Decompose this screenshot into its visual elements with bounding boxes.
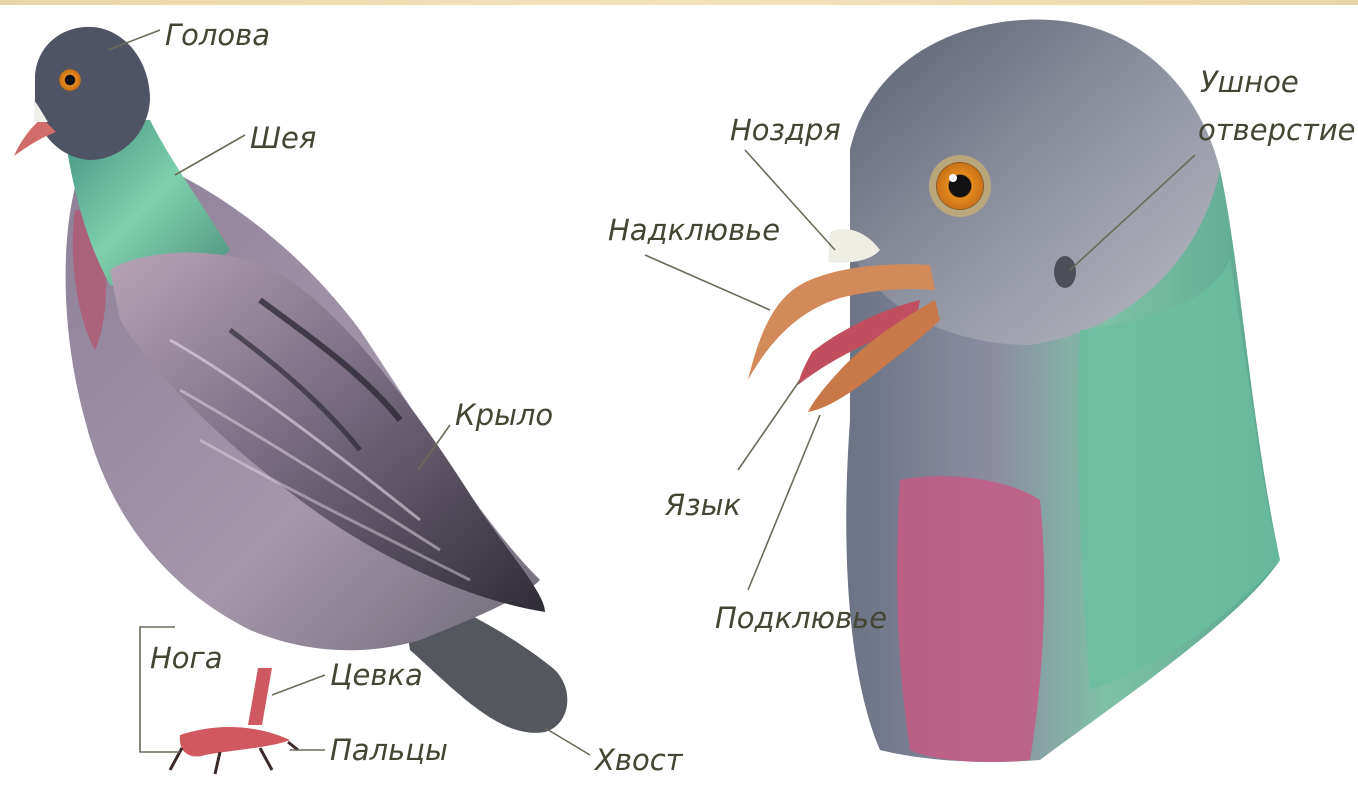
leader-upper-beak [645,255,770,310]
leader-tongue [738,380,800,470]
leader-lower-beak [748,415,820,590]
pigeon-head [35,27,150,160]
label-lower-beak: Подклювье [715,601,887,635]
label-toes: Пальцы [330,733,448,767]
leader-tail [545,728,590,755]
pigeon-toes [180,727,290,756]
label-tail: Хвост [593,743,684,777]
closeup-ear-opening [1054,256,1076,288]
label-upper-beak: Надклювье [608,213,780,247]
label-ear-opening-line1: Ушное [1200,65,1299,99]
label-tongue: Язык [664,488,741,522]
closeup-throat [897,476,1044,762]
leader-tarsus [272,675,325,695]
label-ear-opening-line2: отверстие [1198,113,1356,147]
label-nostril: Ноздря [730,113,841,147]
label-tarsus: Цевка [330,658,423,692]
label-leg: Нога [150,641,223,675]
pigeon-eye [59,69,81,91]
label-wing: Крыло [455,398,553,432]
label-neck: Шея [250,121,316,155]
label-head: Голова [165,18,270,52]
pigeon-leg [248,668,272,725]
leader-neck [175,135,245,175]
